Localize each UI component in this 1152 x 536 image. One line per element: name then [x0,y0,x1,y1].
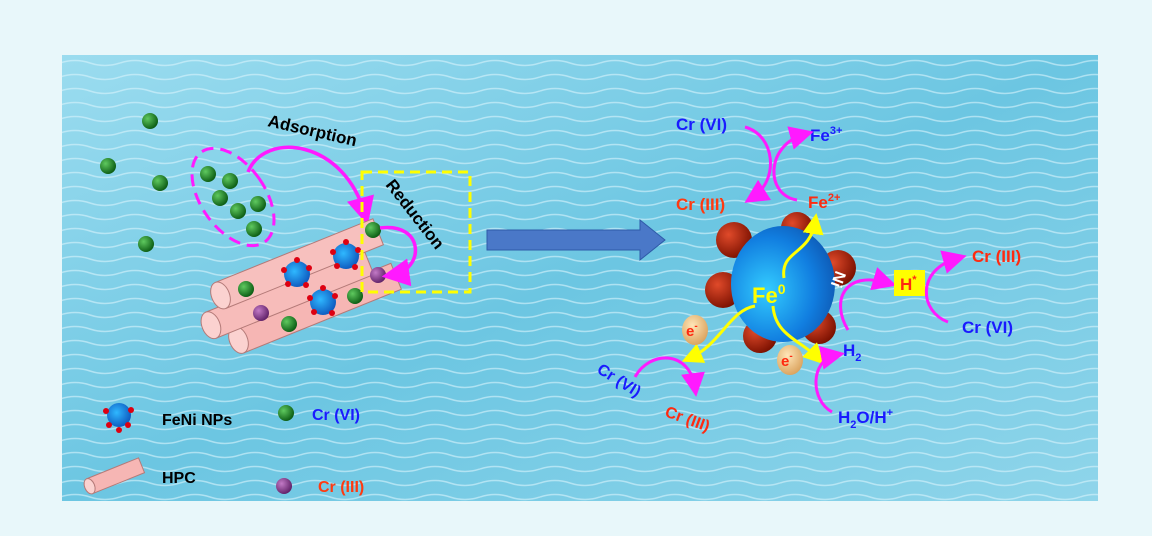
electron-ball [682,315,708,345]
legend-feni-icon [103,403,134,433]
water-ripples [62,55,1098,501]
electron-ball [777,345,803,375]
legend-cr6-label: Cr (VI) [312,407,360,424]
legend-hpc-icon [83,457,146,495]
right-cr6-label: Cr (VI) [962,318,1013,337]
hstar-reduction-arrow [924,250,967,324]
adsorbed-ions [238,222,386,332]
feni-nanoparticles-on-hpc [281,239,361,316]
top-cr3-label: Cr (III) [676,195,725,214]
adsorption-cluster-outline [190,146,276,248]
fe2-to-fe3-arrow [772,126,814,202]
top-cr6-label: Cr (VI) [676,115,727,134]
process-arrow-icon [486,218,666,262]
fe2-label: Fe2+ [808,192,840,212]
h2-label: H2 [843,341,861,364]
reduction-highlight-box [360,170,472,294]
fe3-label: Fe3+ [810,125,842,145]
fe0-label: Fe0 [752,281,786,308]
ni-label: Ni [827,269,848,290]
reduction-arrow [379,225,417,287]
legend-hpc-label: HPC [162,470,196,487]
electron-label: e- [686,321,698,340]
legend-cr3-icon [276,478,292,494]
fe2-release-arrow [782,213,824,279]
adsorption-arrow [246,145,374,226]
legend-cr3-label: Cr (III) [318,479,364,496]
water-to-h2-arrow [814,346,845,414]
h2o-label: H2O/H+ [838,407,893,431]
legend-cr6-icon [278,405,294,421]
h-star-label: H* [900,274,917,294]
right-cr3-label: Cr (III) [972,247,1021,266]
h-star-box [894,270,925,296]
h2-to-hstar-arrow [839,267,897,331]
electron-label: e- [781,351,793,370]
cr6-to-cr3-arrow [744,125,772,203]
cr6-cluster [200,166,266,237]
electron-transfer-arrow-left [681,304,756,363]
legend: FeNi NPs Cr (VI) HPC Cr (III) [83,403,364,496]
legend-feni-label: FeNi NPs [162,412,232,429]
fe-core-sphere [731,226,835,342]
cr6-scattered-ions [100,113,168,252]
bottom-cr6-to-cr3-arrow [633,356,705,397]
electron-transfer-arrow-down [771,305,825,365]
